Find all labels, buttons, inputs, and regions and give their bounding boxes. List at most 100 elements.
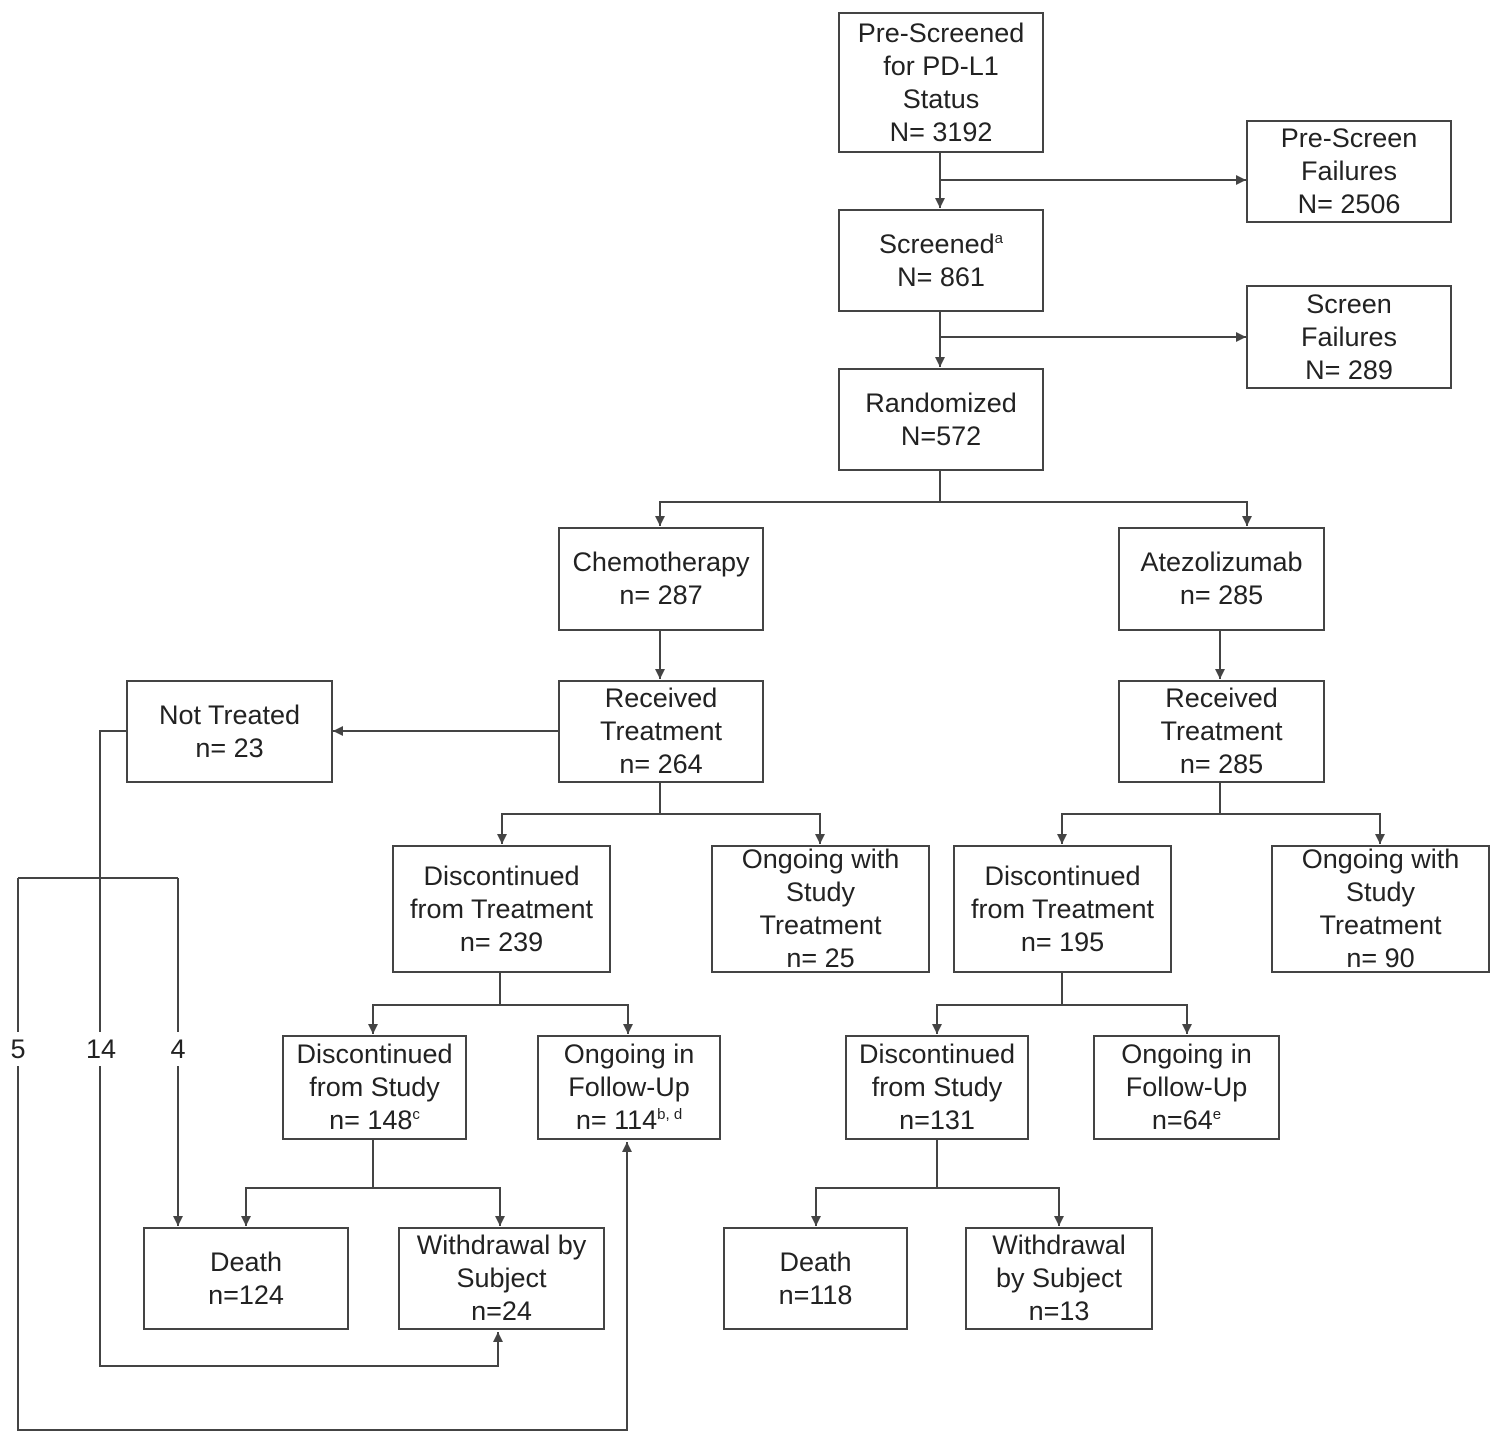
chemotherapy-arm-box: Chemotherapy n= 287 xyxy=(558,527,764,631)
chemo-followup-count: n= 114 xyxy=(575,1105,658,1135)
chemo-discontinued-study-box: Discontinued from Study n= 148c xyxy=(282,1035,467,1140)
screened-label-line: Screeneda xyxy=(879,228,1003,261)
prescreen-failures-box: Pre-Screen Failures N= 2506 xyxy=(1246,120,1452,223)
chemo-withdrawal-line-2: Subject xyxy=(456,1263,547,1293)
chemo-withdrawal-line-1: Withdrawal by xyxy=(416,1230,587,1260)
atezo-withdrawal-line-1: Withdrawal xyxy=(992,1230,1126,1260)
chemo-disc-treatment-line-1: Discontinued xyxy=(423,860,580,891)
not-treated-count: n= 23 xyxy=(195,732,264,763)
chemo-ongoing-line-2: Study xyxy=(785,877,856,907)
chemo-received-treatment-box: Received Treatment n= 264 xyxy=(558,680,764,783)
prescreen-failures-line-2: Failures xyxy=(1300,156,1398,186)
arrow-atezo-to-ongoing-treatment xyxy=(1220,813,1385,844)
not-treated-to-followup-count: 5 xyxy=(4,1032,32,1066)
chemotherapy-label: Chemotherapy xyxy=(572,547,750,577)
screen-failures-line-1: Screen xyxy=(1306,288,1392,319)
chemo-ongoing-line-1: Ongoing with xyxy=(741,844,900,874)
prescreen-failures-line-1: Pre-Screen xyxy=(1280,123,1418,153)
arrow-chemo-to-death xyxy=(241,1187,373,1226)
atezo-discontinued-study-box: Discontinued from Study n=131 xyxy=(845,1035,1029,1140)
atezo-followup-count: n=64 xyxy=(1151,1105,1213,1135)
chemo-followup-footnote: b, d xyxy=(657,1106,683,1123)
atezolizumab-arm-box: Atezolizumab n= 285 xyxy=(1118,527,1325,631)
atezolizumab-count: n= 285 xyxy=(1179,580,1264,610)
chemo-death-label: Death xyxy=(209,1246,283,1277)
chemo-disc-treatment-count: n= 239 xyxy=(459,926,544,957)
atezolizumab-label: Atezolizumab xyxy=(1140,547,1303,577)
prescreened-line-1: Pre-Screened xyxy=(857,17,1025,48)
arrow-atezo-to-followup xyxy=(1062,1004,1192,1034)
chemo-followup-box: Ongoing in Follow-Up n= 114b, d xyxy=(537,1035,721,1140)
chemo-ongoing-count: n= 25 xyxy=(786,943,855,973)
arrow-atezo-to-disc-study xyxy=(932,1004,1062,1034)
chemo-disc-study-line-1: Discontinued xyxy=(296,1039,453,1069)
atezo-followup-box: Ongoing in Follow-Up n=64e xyxy=(1093,1035,1280,1140)
atezo-withdrawal-line-2: by Subject xyxy=(995,1263,1123,1293)
chemo-disc-study-line-2: from Study xyxy=(309,1072,440,1102)
randomized-box: Randomized N=572 xyxy=(838,368,1044,471)
not-treated-to-withdrawal-count: 14 xyxy=(82,1032,120,1066)
screened-footnote: a xyxy=(994,229,1003,247)
atezo-received-treatment-box: Received Treatment n= 285 xyxy=(1118,680,1325,783)
atezo-received-count: n= 285 xyxy=(1179,749,1264,779)
atezo-disc-treatment-count: n= 195 xyxy=(1020,926,1105,957)
chemo-ongoing-line-3: Treatment xyxy=(759,910,882,940)
prescreened-count: N= 3192 xyxy=(889,116,993,147)
not-treated-label: Not Treated xyxy=(158,699,301,730)
arrow-chemo-to-disc-study xyxy=(368,1004,500,1034)
atezo-disc-treatment-line-2: from Treatment xyxy=(970,893,1155,924)
chemo-followup-line-1: Ongoing in xyxy=(563,1039,695,1069)
atezo-ongoing-count: n= 90 xyxy=(1346,943,1415,973)
screen-failures-box: Screen Failures N= 289 xyxy=(1246,285,1452,389)
atezo-followup-line-2: Follow-Up xyxy=(1125,1072,1248,1102)
chemotherapy-count: n= 287 xyxy=(619,580,703,610)
atezo-followup-count-line: n=64e xyxy=(1152,1104,1221,1137)
atezo-disc-study-count: n=131 xyxy=(899,1105,975,1135)
arrow-atezo-to-withdrawal xyxy=(937,1187,1064,1226)
atezo-disc-treatment-line-1: Discontinued xyxy=(984,860,1141,891)
chemo-received-line-1: Received xyxy=(604,683,718,713)
arrow-chemo-to-disc-treatment xyxy=(497,813,660,844)
arrow-chemo-to-ongoing-treatment xyxy=(660,813,825,844)
screened-count: N= 861 xyxy=(897,261,985,292)
chemo-disc-study-count-line: n= 148c xyxy=(329,1104,420,1137)
chemo-ongoing-treatment-box: Ongoing with Study Treatment n= 25 xyxy=(711,844,930,973)
chemo-disc-treatment-line-2: from Treatment xyxy=(409,893,594,924)
prescreened-box: Pre-Screened for PD-L1 Status N= 3192 xyxy=(838,12,1044,153)
atezo-followup-line-1: Ongoing in xyxy=(1121,1039,1252,1069)
screen-failures-count: N= 289 xyxy=(1305,354,1393,385)
chemo-discontinued-treatment-box: Discontinued from Treatment n= 239 xyxy=(392,845,611,973)
randomized-count: N=572 xyxy=(900,420,982,451)
atezo-discontinued-treatment-box: Discontinued from Treatment n= 195 xyxy=(953,845,1172,973)
arrow-not-treated-to-followup xyxy=(17,878,632,1431)
atezo-disc-study-line-1: Discontinued xyxy=(858,1039,1016,1069)
screen-failures-line-2: Failures xyxy=(1300,321,1398,352)
arrow-not-treated-to-withdrawal xyxy=(99,878,503,1367)
atezo-death-box: Death n=118 xyxy=(723,1227,908,1330)
chemo-disc-study-count: n= 148 xyxy=(329,1105,413,1135)
atezo-death-count: n=118 xyxy=(778,1279,853,1310)
atezo-withdrawal-count: n=13 xyxy=(1028,1296,1090,1326)
screened-box: Screeneda N= 861 xyxy=(838,209,1044,312)
chemo-received-count: n= 264 xyxy=(619,749,703,779)
prescreened-line-2: for PD-L1 xyxy=(883,50,999,81)
atezo-withdrawal-box: Withdrawal by Subject n=13 xyxy=(965,1227,1153,1330)
line-not-treated-drop xyxy=(99,730,126,878)
arrow-atezo-to-death xyxy=(811,1187,937,1226)
not-treated-box: Not Treated n= 23 xyxy=(126,680,333,783)
atezo-ongoing-line-3: Treatment xyxy=(1319,910,1442,940)
chemo-withdrawal-count: n=24 xyxy=(471,1296,532,1326)
atezo-ongoing-line-2: Study xyxy=(1345,877,1416,907)
randomized-label: Randomized xyxy=(865,387,1017,418)
arrow-chemo-to-withdrawal xyxy=(373,1187,505,1226)
chemo-followup-line-2: Follow-Up xyxy=(568,1072,690,1102)
not-treated-to-death-count: 4 xyxy=(164,1032,192,1066)
atezo-received-line-2: Treatment xyxy=(1160,716,1283,746)
arrow-to-chemotherapy xyxy=(655,501,940,526)
screened-label: Screened xyxy=(879,228,995,259)
atezo-ongoing-treatment-box: Ongoing with Study Treatment n= 90 xyxy=(1271,844,1490,973)
chemo-withdrawal-box: Withdrawal by Subject n=24 xyxy=(398,1227,605,1330)
chemo-death-box: Death n=124 xyxy=(143,1227,349,1330)
